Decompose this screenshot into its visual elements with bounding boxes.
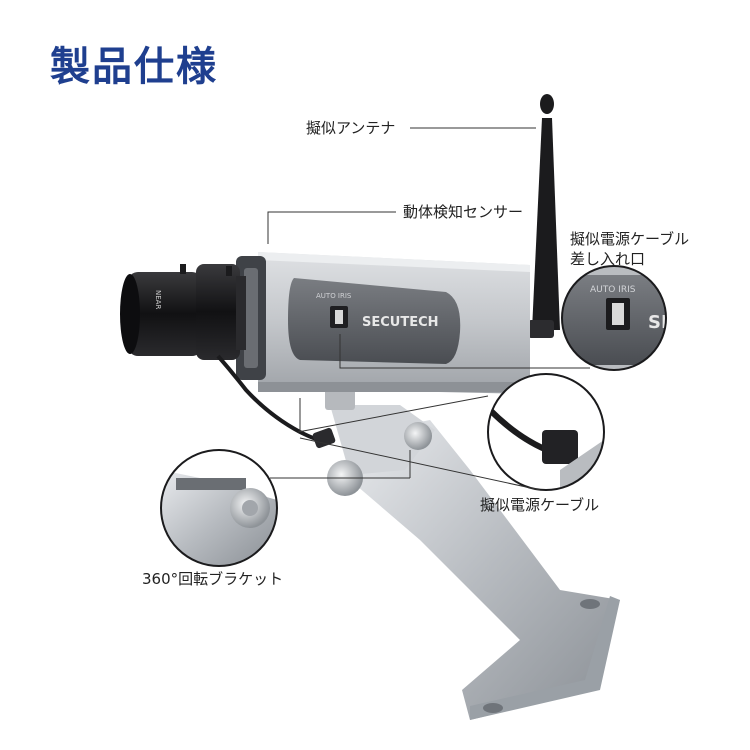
lens-marking: NEAR — [154, 290, 162, 309]
brand-label: SECUTECH — [362, 315, 439, 330]
svg-text:AUTO IRIS: AUTO IRIS — [590, 285, 636, 295]
callout-power-inlet-line1: 擬似電源ケーブル — [570, 230, 690, 248]
page-title: 製品仕様 — [50, 44, 218, 90]
bracket-knob — [404, 422, 432, 450]
callout-bracket: 360°回転ブラケット — [142, 570, 284, 588]
detail-brand-fragment: SE — [648, 312, 673, 333]
callout-antenna: 擬似アンテナ — [306, 119, 396, 137]
detail-power-cable — [487, 373, 605, 491]
zoom-marking: AUTO IRIS — [316, 292, 352, 300]
callout-power-cable: 擬似電源ケーブル — [480, 496, 600, 514]
leader-lines — [267, 127, 590, 491]
antenna — [528, 94, 560, 338]
callout-power-inlet-line2: 差し入れ口 — [570, 250, 646, 268]
power-cable — [216, 354, 336, 449]
callout-motion-sensor: 動体検知センサー — [403, 203, 524, 221]
detail-power-inlet: SE AUTO IRIS — [561, 265, 673, 371]
leader-motion-sensor — [267, 211, 396, 244]
leader-power-inlet — [339, 334, 590, 369]
camera-body: SECUTECH AUTO IRIS — [236, 252, 530, 394]
lens: NEAR — [120, 264, 246, 360]
side-panel — [288, 278, 461, 364]
detail-bracket — [160, 449, 278, 567]
